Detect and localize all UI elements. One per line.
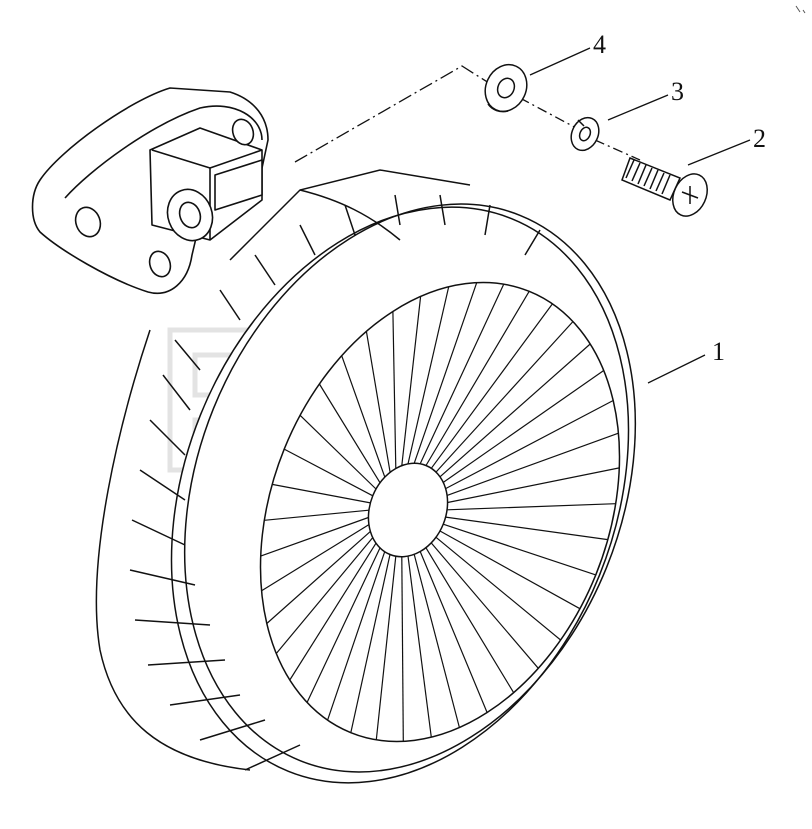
fan-spoke: [430, 542, 539, 669]
callout-1: 1: [712, 337, 725, 366]
fan-spoke: [419, 551, 488, 713]
fan-spoke: [445, 516, 608, 541]
leader-4: [529, 47, 591, 76]
fan-spoke: [283, 448, 374, 497]
fan-spoke: [447, 467, 620, 504]
fan-spoke: [407, 286, 450, 465]
fan-spoke: [392, 311, 397, 469]
fan-spoke: [289, 542, 377, 681]
fan-spoke: [446, 432, 619, 496]
fan-spoke: [299, 414, 377, 490]
fan-spoke: [260, 516, 369, 557]
fan-spoke: [425, 290, 530, 466]
fan-spoke: [430, 303, 553, 469]
fan-assembly: [95, 169, 637, 784]
lock-washer: [570, 116, 600, 152]
fan-rim-band: [183, 203, 637, 773]
fan-spoke: [419, 283, 505, 465]
fan-spoke: [413, 554, 460, 728]
leader-3: [607, 94, 669, 121]
fan-spoke: [425, 547, 515, 693]
fan-spoke: [443, 523, 596, 576]
fan-spoke: [365, 331, 391, 473]
fan-spoke: [445, 399, 614, 490]
fan-spoke: [413, 282, 478, 464]
fan-spoke: [407, 556, 432, 738]
fan-spoke: [435, 321, 574, 473]
callout-leaders: [529, 47, 751, 384]
fan-spoke: [401, 296, 422, 466]
mounting-bracket: [31, 87, 269, 294]
shroud-ribs: [129, 194, 541, 771]
flat-washer: [484, 63, 528, 113]
leader-2: [687, 139, 751, 166]
fan-spoke: [327, 551, 386, 721]
fan-spoke: [435, 536, 561, 641]
fan-spoke: [442, 370, 605, 483]
callout-2: 2: [753, 124, 766, 153]
fan-spoke: [401, 556, 404, 742]
fan-spoke: [318, 383, 381, 484]
fan-spoke: [447, 503, 616, 511]
fan-spoke: [275, 537, 374, 654]
fan-spoke: [306, 547, 381, 703]
fan-spoke: [261, 524, 370, 592]
fan-spoke: [439, 530, 581, 610]
callout-labels: 1 2 3 4: [593, 30, 766, 366]
fan-spoke: [350, 554, 391, 733]
fan-spokes: [260, 282, 620, 742]
fan-spoke: [266, 530, 371, 624]
fan-spoke: [264, 509, 369, 521]
screw: [621, 157, 708, 217]
fan-spoke: [439, 343, 591, 478]
callout-3: 3: [671, 77, 684, 106]
fan-spoke: [272, 483, 371, 504]
fan-spoke: [375, 556, 397, 740]
corner-mark: [795, 5, 806, 14]
callout-4: 4: [593, 30, 606, 59]
leader-1: [647, 354, 706, 384]
fan-spoke: [341, 355, 386, 478]
